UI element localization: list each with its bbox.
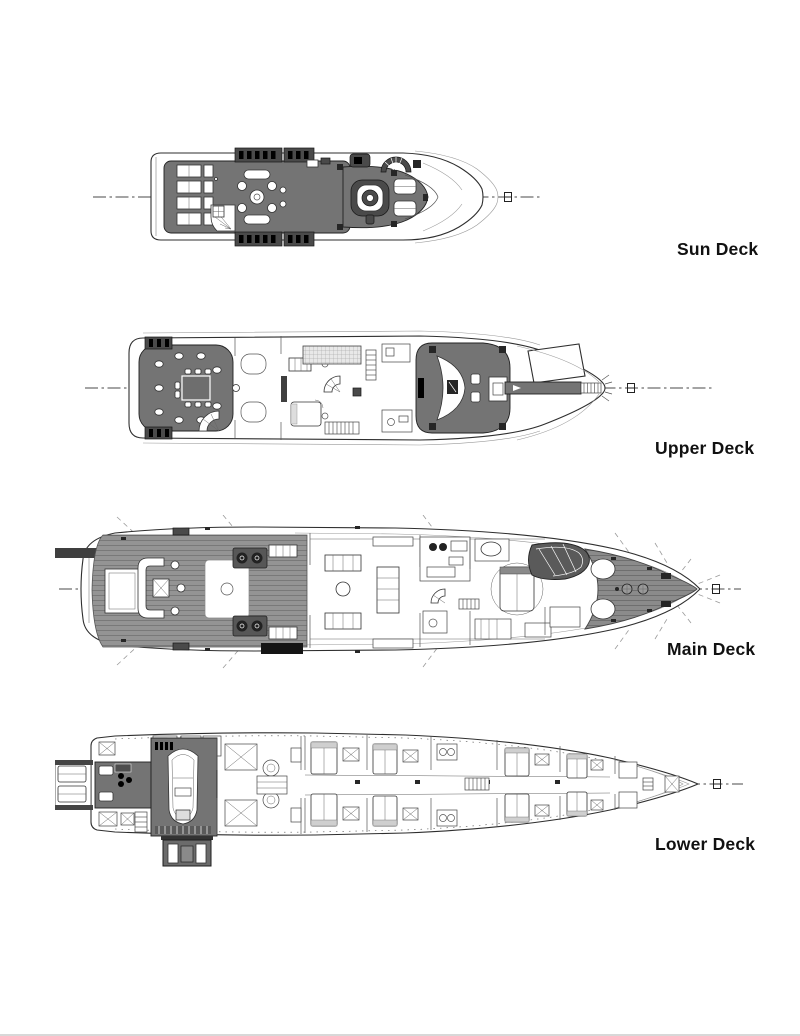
main-salon xyxy=(309,533,414,649)
sky-lounge xyxy=(232,336,329,440)
grill-stations xyxy=(232,544,298,640)
garage-hatch-platform xyxy=(161,836,213,867)
engine-room xyxy=(216,736,302,835)
aft-lounge-rug xyxy=(204,559,250,619)
galley-and-stairs xyxy=(419,536,480,645)
swim-platform xyxy=(55,760,93,810)
main-deck-plan-drawing xyxy=(55,515,741,669)
boarding-gates xyxy=(144,336,173,440)
sun-deck-label: Sun Deck xyxy=(677,239,759,259)
sunpad-gates xyxy=(234,147,315,247)
jacuzzi xyxy=(350,179,390,225)
bow-sunpads xyxy=(391,170,428,227)
beach-club xyxy=(94,761,152,809)
centerline-datum-icon xyxy=(500,192,512,202)
lower-deck-label: Lower Deck xyxy=(655,834,756,854)
upper-deck-plan-drawing xyxy=(85,330,712,446)
foredeck xyxy=(504,343,602,441)
main-deck-label: Main Deck xyxy=(667,639,756,659)
anchor-windlass xyxy=(615,583,649,595)
stairs xyxy=(210,204,236,232)
bow-deck-lines xyxy=(404,162,463,232)
upper-deck-label: Upper Deck xyxy=(655,438,755,458)
deck-hardware xyxy=(121,526,360,653)
tender-garage xyxy=(150,737,218,837)
guest-cabins xyxy=(304,735,616,833)
sun-deck-section xyxy=(85,145,555,255)
alfresco-dining-table xyxy=(174,368,212,408)
page-bottom-border xyxy=(0,1034,800,1036)
forepeak xyxy=(618,761,680,809)
aft-stairs xyxy=(198,410,220,432)
centerline-datum-icon xyxy=(713,779,721,789)
main-deck-section xyxy=(55,515,745,670)
deck-details xyxy=(306,153,371,230)
scale-bar xyxy=(261,643,303,654)
wheelhouse xyxy=(415,342,511,434)
centerline-datum-icon xyxy=(627,383,635,393)
aft-platform xyxy=(104,568,140,614)
aft-seating xyxy=(137,557,186,619)
lower-deck-section xyxy=(55,718,745,875)
midship-service xyxy=(302,343,413,435)
aft-stores xyxy=(98,741,148,833)
tender-on-deck xyxy=(528,542,590,580)
sun-loungers xyxy=(176,164,218,226)
lower-deck-plan-drawing xyxy=(55,732,743,867)
helm-console-fan xyxy=(380,156,421,173)
dining-table xyxy=(376,535,421,647)
seating-cluster xyxy=(237,169,287,225)
centerline-datum-icon xyxy=(712,584,720,594)
bow-teak-deck xyxy=(584,548,698,630)
sun-deck-plan-drawing xyxy=(93,147,543,247)
upper-deck-section xyxy=(85,330,715,460)
